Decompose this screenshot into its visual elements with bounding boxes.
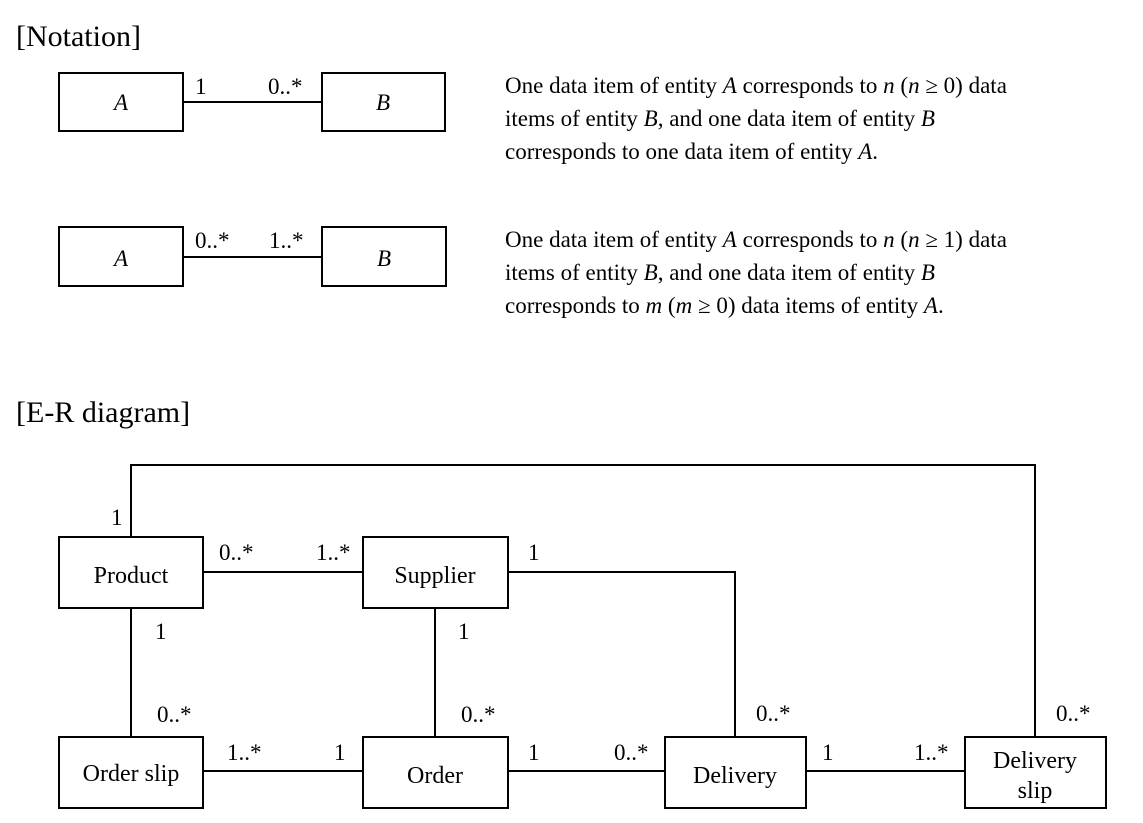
notation-row2-description: One data item of entity A corresponds to…	[505, 223, 1007, 322]
line-product-deliveryslip	[130, 464, 1036, 737]
er-multiplicities: 1 0..* 1..* 1 1 1 0..* 0..* 0..* 0..* 1.…	[111, 505, 1091, 765]
notation-row2-entity-b-label: B	[377, 246, 391, 271]
line-supplier-delivery	[508, 571, 736, 737]
entity-delivery-slip-label-line2: slip	[1018, 778, 1053, 804]
notation-row2-entity-b	[321, 226, 447, 287]
er-entities: Product Supplier Order slip Order Delive…	[58, 536, 1107, 809]
entity-delivery: Delivery	[664, 736, 807, 809]
entity-delivery-slip: Delivery slip	[964, 736, 1107, 809]
notation-row1-desc-line1: One data item of entity A corresponds to…	[505, 73, 1007, 98]
mult-supplier-delivery-at-delivery: 0..*	[756, 701, 791, 726]
entity-product-label: Product	[94, 563, 169, 589]
notation-row2: A B 0..* 1..*	[58, 226, 447, 287]
mult-product-top: 1	[111, 505, 123, 530]
notation-row2-desc-line3: corresponds to m (m ≥ 0) data items of e…	[505, 293, 944, 318]
mult-orderslip-order-at-order: 1	[334, 740, 346, 765]
notation-row2-desc-line2: items of entity B, and one data item of …	[505, 260, 935, 285]
entity-supplier-label: Supplier	[394, 563, 475, 589]
mult-delivery-deliveryslip-at-deliveryslip: 1..*	[914, 740, 949, 765]
entity-delivery-slip-label-line1: Delivery	[993, 748, 1077, 774]
notation-row1-mult-a: 1	[195, 74, 207, 99]
entity-delivery-label: Delivery	[693, 763, 777, 789]
entity-order-slip: Order slip	[58, 736, 204, 809]
notation-row1-mult-b: 0..*	[268, 74, 303, 99]
notation-row1-desc-line3: corresponds to one data item of entity A…	[505, 139, 879, 164]
mult-product-orderslip-at-orderslip: 0..*	[157, 702, 192, 727]
notation-row1-entity-a	[58, 72, 184, 132]
notation-row1: A B 1 0..*	[58, 72, 446, 132]
mult-supplier-order-at-supplier: 1	[458, 619, 470, 644]
mult-order-delivery-at-order: 1	[528, 740, 540, 765]
mult-order-delivery-at-delivery: 0..*	[614, 740, 649, 765]
notation-row2-entity-a	[58, 226, 184, 287]
entity-order-label: Order	[407, 763, 463, 789]
entity-order: Order	[362, 736, 509, 809]
notation-row1-entity-b-label: B	[376, 90, 390, 115]
notation-row2-desc-line1: One data item of entity A corresponds to…	[505, 227, 1007, 252]
notation-row1-entity-b	[321, 72, 446, 132]
mult-supplier-delivery-at-supplier: 1	[528, 540, 540, 565]
mult-delivery-deliveryslip-at-delivery: 1	[822, 740, 834, 765]
mult-product-supplier-at-supplier: 1..*	[316, 540, 351, 565]
er-diagram-heading: [E-R diagram]	[16, 396, 191, 429]
mult-product-orderslip-at-product: 1	[155, 619, 167, 644]
mult-orderslip-order-at-orderslip: 1..*	[227, 740, 262, 765]
notation-heading: [Notation]	[16, 20, 141, 53]
notation-row2-entity-a-label: A	[112, 246, 129, 271]
er-relationship-lines	[130, 464, 1036, 772]
notation-row2-mult-a: 0..*	[195, 228, 230, 253]
mult-product-deliveryslip-at-deliveryslip: 0..*	[1056, 701, 1091, 726]
entity-product: Product	[58, 536, 204, 609]
mult-product-supplier-at-product: 0..*	[219, 540, 254, 565]
notation-row2-mult-b: 1..*	[269, 228, 304, 253]
notation-row1-desc-line2: items of entity B, and one data item of …	[505, 106, 935, 131]
notation-row1-description: One data item of entity A corresponds to…	[505, 69, 1007, 168]
mult-supplier-order-at-order: 0..*	[461, 702, 496, 727]
notation-row1-entity-a-label: A	[112, 90, 129, 115]
entity-supplier: Supplier	[362, 536, 509, 609]
entity-order-slip-label: Order slip	[83, 761, 180, 787]
